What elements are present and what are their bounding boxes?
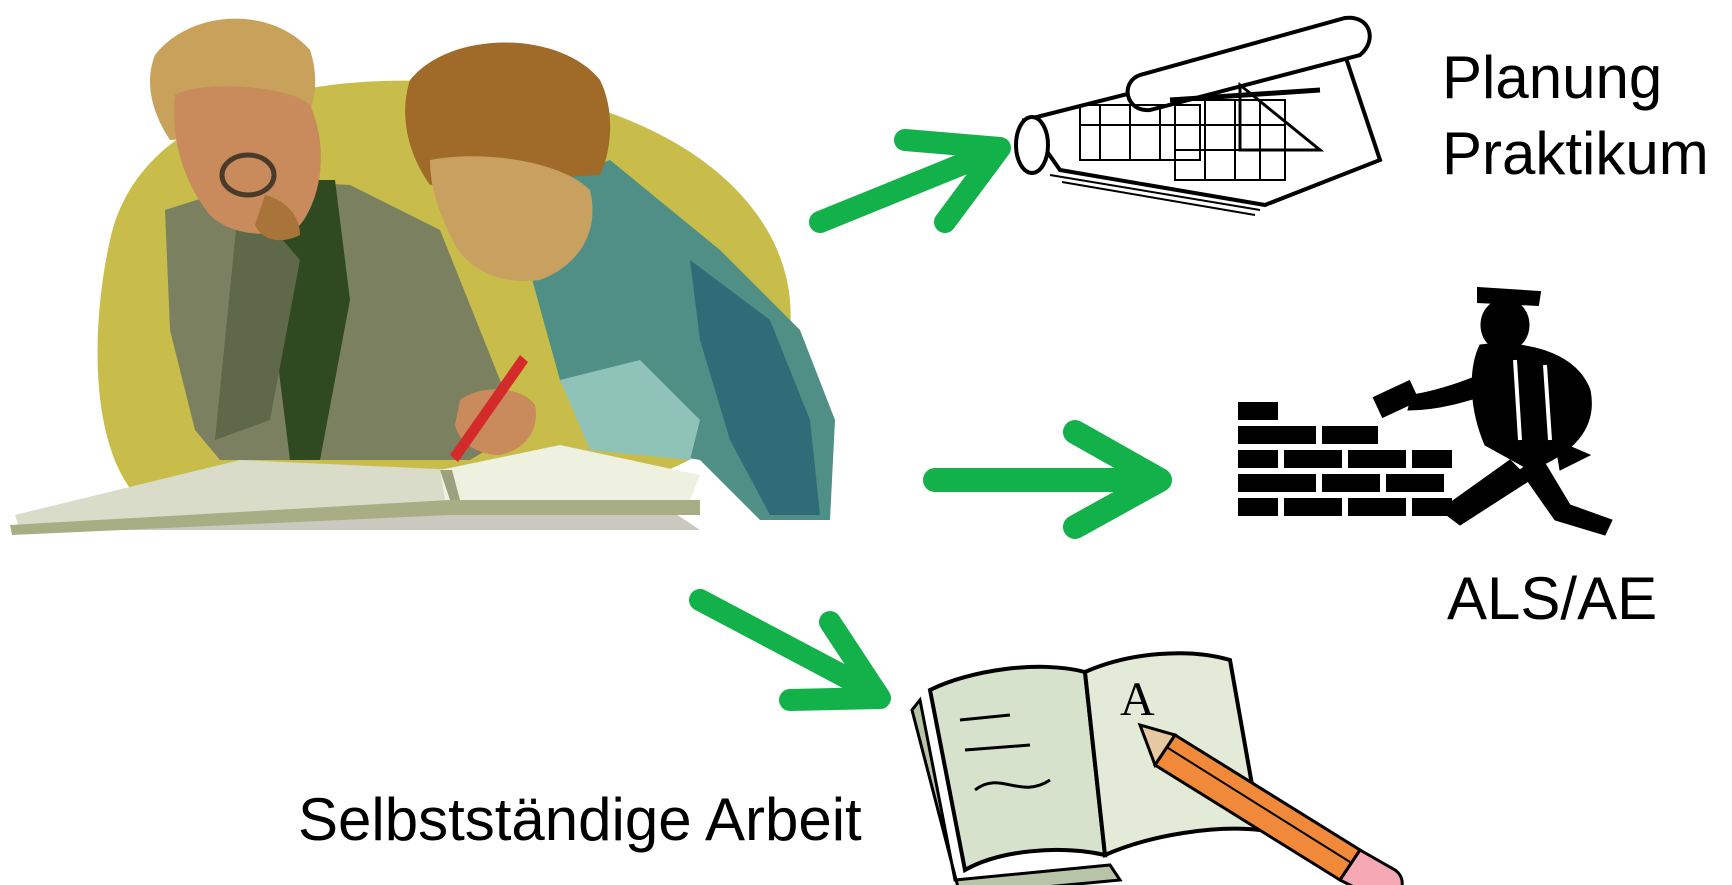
worker-head xyxy=(1481,299,1529,351)
notebook-grade-letter: A xyxy=(1120,673,1155,726)
label-praktikum: Praktikum xyxy=(1442,118,1709,190)
two-men-studying-book-icon xyxy=(10,19,835,535)
label-als-ae: ALS/AE xyxy=(1447,563,1657,635)
notebook-pencil-icon: A xyxy=(912,653,1402,885)
label-planung: Planung xyxy=(1442,42,1662,114)
worker-leg-back xyxy=(1440,460,1530,525)
blueprint-scroll-icon xyxy=(1016,18,1380,215)
notebook-left-page xyxy=(930,667,1105,870)
worker xyxy=(1373,288,1612,535)
worker-brick xyxy=(1373,381,1419,418)
arrow-to-arbeit xyxy=(700,600,880,700)
scroll-left-roll xyxy=(1016,117,1048,173)
bricklayer-wall-icon xyxy=(1238,288,1612,535)
brick-wall xyxy=(1238,402,1452,516)
arrow-to-als xyxy=(935,432,1160,527)
arrow-to-planung xyxy=(820,140,1000,222)
label-selbststaendige-arbeit: Selbstständige Arbeit xyxy=(298,784,862,856)
